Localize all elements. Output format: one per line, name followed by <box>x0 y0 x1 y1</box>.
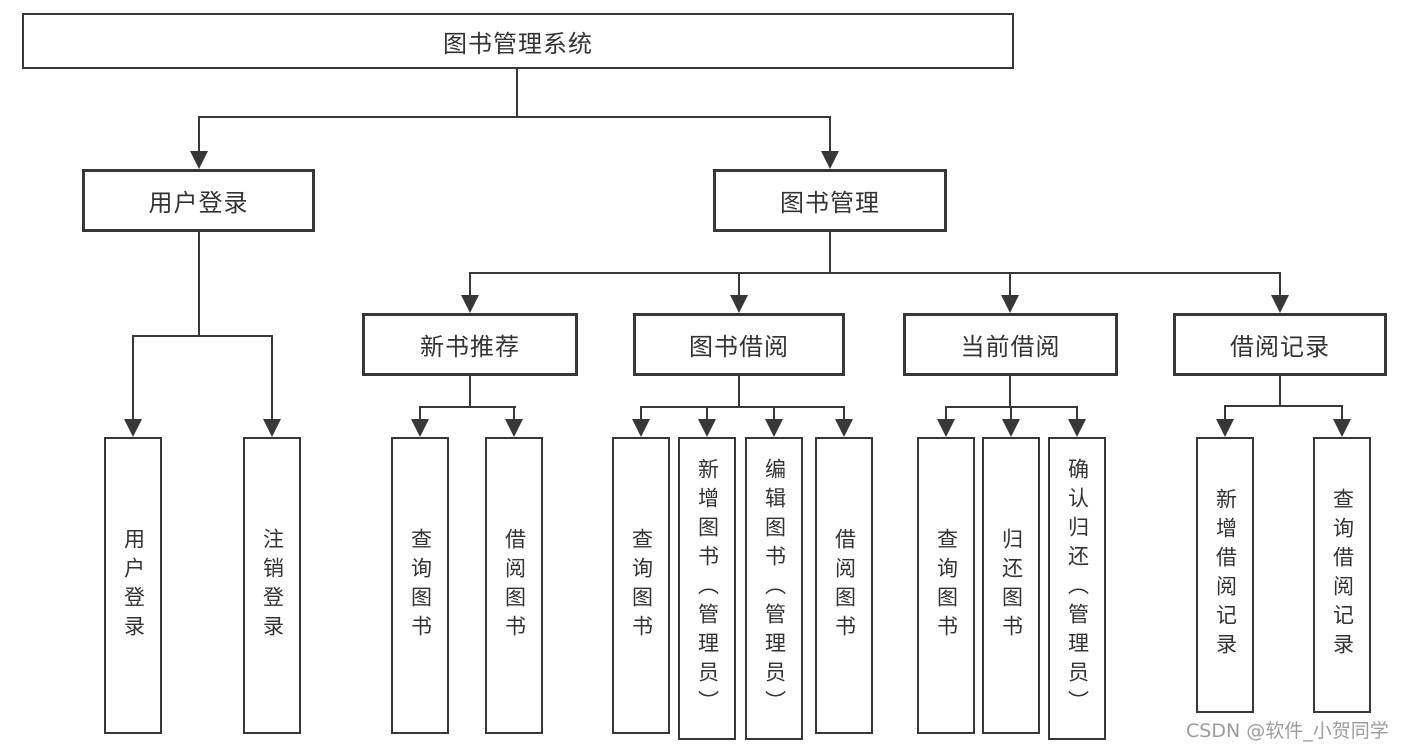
leaf-borrow-books-label: 借阅图书 <box>832 527 857 644</box>
connector-line <box>469 375 471 408</box>
connector-line <box>516 69 518 118</box>
connector-line <box>419 406 421 422</box>
connector-line <box>1224 405 1343 407</box>
connector-line <box>1009 375 1011 408</box>
leaf-edit-book-admin-label: 编辑图书（管理员） <box>762 458 787 719</box>
connector-line <box>198 116 831 118</box>
node-book-management-label: 图书管理 <box>780 189 880 217</box>
connector-line <box>469 272 1281 274</box>
connector-line <box>469 272 471 298</box>
arrow-down-icon <box>730 295 748 313</box>
connector-line <box>773 406 775 422</box>
arrow-down-icon <box>1333 419 1351 437</box>
arrow-down-icon <box>698 419 716 437</box>
node-borrowing-records-label: 借阅记录 <box>1230 333 1330 361</box>
arrow-down-icon <box>1068 419 1086 437</box>
connector-line <box>198 230 200 337</box>
node-current-borrowing: 当前借阅 <box>903 313 1118 376</box>
connector-line <box>738 272 740 298</box>
node-library-management-system: 图书管理系统 <box>22 13 1014 69</box>
connector-line <box>706 406 708 422</box>
connector-line <box>738 375 740 408</box>
node-book-borrowing: 图书借阅 <box>633 313 845 376</box>
arrow-down-icon <box>765 419 783 437</box>
arrow-down-icon <box>1216 419 1234 437</box>
connector-line <box>271 335 273 421</box>
leaf-query-books-borrowing-label: 查询图书 <box>629 527 654 644</box>
connector-line <box>640 406 642 422</box>
leaf-add-book-admin: 新增图书（管理员） <box>678 437 736 740</box>
connector-line <box>513 406 515 422</box>
node-new-book-recommend-label: 新书推荐 <box>420 333 520 361</box>
leaf-query-books-current-label: 查询图书 <box>934 527 959 644</box>
arrow-down-icon <box>1001 295 1019 313</box>
leaf-edit-book-admin: 编辑图书（管理员） <box>745 437 803 740</box>
leaf-user-login-label: 用户登录 <box>121 527 146 644</box>
leaf-confirm-return-admin: 确认归还（管理员） <box>1048 437 1106 740</box>
arrow-down-icon <box>835 419 853 437</box>
leaf-query-books-current: 查询图书 <box>917 437 975 734</box>
node-borrowing-records: 借阅记录 <box>1173 313 1387 376</box>
leaf-borrow-books: 借阅图书 <box>815 437 873 734</box>
leaf-query-books-recommend-label: 查询图书 <box>408 527 433 644</box>
leaf-logout-label: 注销登录 <box>260 527 285 644</box>
arrow-down-icon <box>632 419 650 437</box>
leaf-borrow-books-recommend-label: 借阅图书 <box>502 527 527 644</box>
leaf-query-borrow-record-label: 查询借阅记录 <box>1330 488 1355 662</box>
node-book-management: 图书管理 <box>713 169 947 232</box>
arrow-down-icon <box>411 419 429 437</box>
arrow-down-icon <box>461 295 479 313</box>
leaf-return-book: 归还图书 <box>982 437 1040 734</box>
arrow-down-icon <box>263 419 281 437</box>
arrow-down-icon <box>505 419 523 437</box>
arrow-down-icon <box>937 419 955 437</box>
leaf-borrow-books-recommend: 借阅图书 <box>485 437 543 734</box>
connector-line <box>132 335 273 337</box>
connector-line <box>1010 406 1012 422</box>
leaf-add-book-admin-label: 新增图书（管理员） <box>695 458 720 719</box>
connector-line <box>640 406 845 408</box>
leaf-add-borrow-record-label: 新增借阅记录 <box>1213 488 1238 662</box>
leaf-query-borrow-record: 查询借阅记录 <box>1313 437 1371 713</box>
node-library-management-system-label: 图书管理系统 <box>443 29 593 58</box>
connector-line <box>419 406 516 408</box>
connector-line <box>1279 272 1281 298</box>
node-user-login: 用户登录 <box>82 169 315 232</box>
arrow-down-icon <box>821 151 839 169</box>
connector-line <box>1076 406 1078 422</box>
node-new-book-recommend: 新书推荐 <box>362 313 578 376</box>
leaf-return-book-label: 归还图书 <box>999 527 1024 644</box>
leaf-add-borrow-record: 新增借阅记录 <box>1196 437 1254 713</box>
arrow-down-icon <box>1002 419 1020 437</box>
connector-line <box>1341 405 1343 422</box>
leaf-user-login: 用户登录 <box>104 437 162 734</box>
leaf-logout: 注销登录 <box>243 437 301 734</box>
csdn-watermark: CSDN @软件_小贺同学 <box>1186 720 1389 742</box>
leaf-query-books-recommend: 查询图书 <box>391 437 449 734</box>
arrow-down-icon <box>1271 295 1289 313</box>
connector-line <box>1009 272 1011 298</box>
leaf-confirm-return-admin-label: 确认归还（管理员） <box>1065 458 1090 719</box>
connector-line <box>1224 405 1226 422</box>
connector-line <box>829 230 831 274</box>
connector-line <box>198 116 200 154</box>
connector-line <box>843 406 845 422</box>
node-user-login-label: 用户登录 <box>148 189 249 217</box>
connector-line <box>829 116 831 154</box>
connector-line <box>132 335 134 421</box>
node-current-borrowing-label: 当前借阅 <box>960 333 1061 361</box>
arrow-down-icon <box>124 419 142 437</box>
connector-line <box>945 406 947 422</box>
node-book-borrowing-label: 图书借阅 <box>689 333 789 361</box>
arrow-down-icon <box>190 151 208 169</box>
connector-line <box>1279 375 1281 407</box>
leaf-query-books-borrowing: 查询图书 <box>612 437 670 734</box>
